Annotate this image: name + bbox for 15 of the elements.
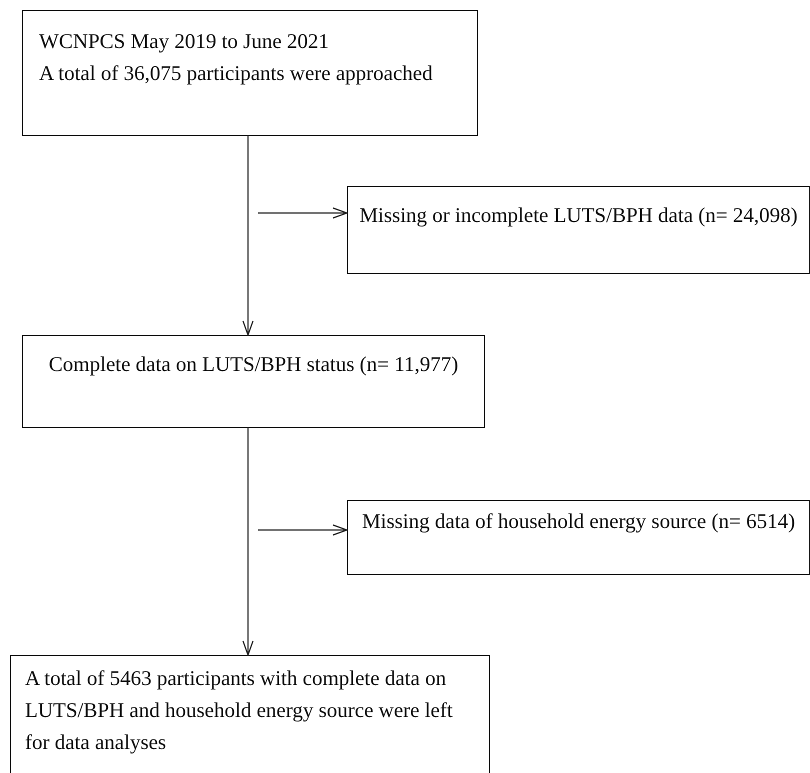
process-box [347, 500, 810, 575]
box-text: Complete data on LUTS/BPH status (n= 11,977) [48, 351, 460, 378]
arrow [242, 136, 254, 336]
process-box [22, 335, 485, 428]
process-box [347, 186, 810, 274]
arrow [258, 524, 348, 536]
box-text: Missing data of household energy source (n= 6514) [360, 508, 796, 535]
box-text: Missing or incomplete LUTS/BPH data (n= 24,098) [358, 202, 799, 229]
process-box [22, 10, 478, 136]
box-text: WCNPCS May 2019 to June 2021 [39, 28, 330, 55]
box-text: A total of 5463 participants with complete data on LUTS/BPH and household energy source were left for data analyses [25, 665, 454, 756]
box-text: A total of 36,075 participants were approached [39, 60, 434, 87]
process-box [10, 655, 490, 773]
arrow [242, 428, 254, 656]
arrow [258, 207, 348, 219]
